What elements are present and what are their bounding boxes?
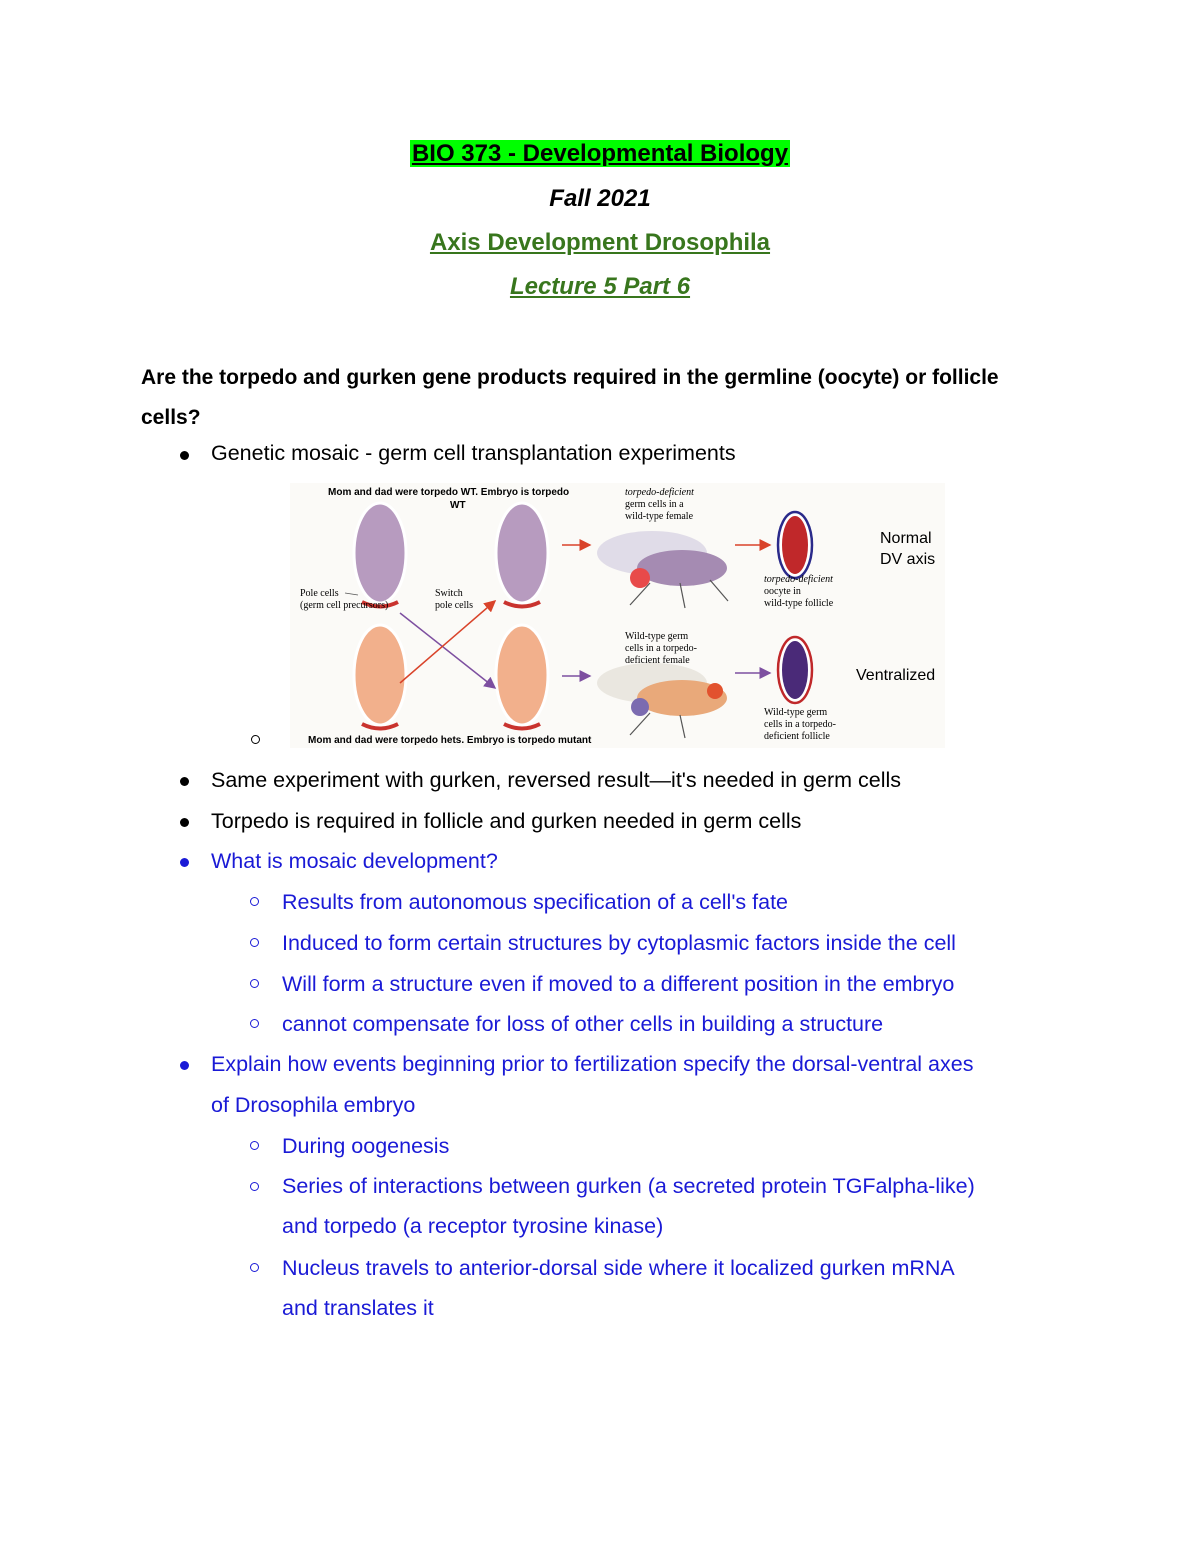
caption-bottom: Mom and dad were torpedo hets. Embryo is… [308,735,592,746]
bullet-dot [180,777,189,786]
sub-bullet-ring [250,1182,259,1191]
embryo-wt-1 [352,501,408,605]
transplant-diagram: Mom and dad were torpedo WT. Embryo is t… [290,483,945,748]
svg-text:(germ cell precursors): (germ cell precursors) [300,600,388,611]
topic-title: Axis Development Drosophila [429,229,771,256]
svg-text:cells in a torpedo-: cells in a torpedo- [764,719,836,730]
svg-text:Wild-type germ: Wild-type germ [625,631,688,642]
bullet-dot [180,451,189,460]
sub-bullet-ring [250,1019,259,1028]
svg-text:Wild-type germ: Wild-type germ [764,707,827,718]
label-normal: Normal [880,530,932,547]
bullet-dot [180,858,189,867]
bullet-dot [180,818,189,827]
bullet-dot [180,1061,189,1070]
sub-bullet-oogenesis: During oogenesis [282,1134,450,1158]
sub-bullet-ring [250,979,259,988]
svg-text:deficient female: deficient female [625,655,690,666]
fly-top [597,531,729,609]
course-title: BIO 373 - Developmental Biology [409,140,791,167]
svg-text:wild-type follicle: wild-type follicle [764,598,834,609]
embryo-wt-2 [494,501,550,605]
sub-bullet-autonomous: Results from autonomous specification of… [282,890,789,914]
sub-bullet-structure: Will form a structure even if moved to a… [282,972,955,996]
bullet-gurken: Same experiment with gurken, reversed re… [211,768,902,792]
question-heading: Are the torpedo and gurken gene products… [141,366,999,429]
caption-top: Mom and dad were torpedo WT. Embryo is t… [328,487,569,498]
sub-bullet-ring [250,897,259,906]
svg-text:torpedo-deficient: torpedo-deficient [764,574,833,585]
sub-bullet-ring [250,938,259,947]
svg-text:cells in a torpedo-: cells in a torpedo- [625,643,697,654]
lecture-title: Lecture 5 Part 6 [509,273,691,300]
sub-bullet-induced: Induced to form certain structures by cy… [282,931,956,955]
svg-text:deficient follicle: deficient follicle [764,731,830,742]
bullet-torpedo: Torpedo is required in follicle and gurk… [211,809,802,833]
embryo-mut-2 [494,623,550,727]
transplant-figure: Mom and dad were torpedo WT. Embryo is t… [290,483,945,748]
svg-text:oocyte in: oocyte in [764,586,801,597]
svg-text:pole cells: pole cells [435,600,473,611]
svg-text:Pole cells: Pole cells [300,588,339,599]
sub-bullet-interactions-line1: Series of interactions between gurken (a… [282,1174,975,1198]
label-ventralized: Ventralized [856,667,935,684]
sub-bullet-nucleus-line2: and translates it [282,1296,434,1320]
sub-bullet-compensate: cannot compensate for loss of other cell… [282,1012,884,1036]
svg-text:Switch: Switch [435,588,463,599]
svg-text:WT: WT [450,500,466,511]
bullet-genetic-mosaic: Genetic mosaic - germ cell transplantati… [211,441,736,465]
sub-bullet-interactions-line2: and torpedo (a receptor tyrosine kinase) [282,1214,664,1238]
bullet-explain-line1: Explain how events beginning prior to fe… [211,1052,974,1076]
bullet-mosaic-question: What is mosaic development? [211,849,498,873]
sub-bullet-ring [250,1141,259,1150]
svg-text:germ cells in a: germ cells in a [625,499,684,510]
svg-text:wild-type female: wild-type female [625,511,694,522]
fly-bottom [597,663,727,739]
sub-bullet-nucleus-line1: Nucleus travels to anterior-dorsal side … [282,1256,955,1280]
bullet-explain-line2: of Drosophila embryo [211,1093,416,1117]
svg-text:DV axis: DV axis [880,551,935,568]
sub-bullet-ring [250,1263,259,1272]
term: Fall 2021 [549,185,651,212]
sub-bullet-ring [251,735,260,744]
svg-text:torpedo-deficient: torpedo-deficient [625,487,694,498]
embryo-mut-1 [352,623,408,727]
